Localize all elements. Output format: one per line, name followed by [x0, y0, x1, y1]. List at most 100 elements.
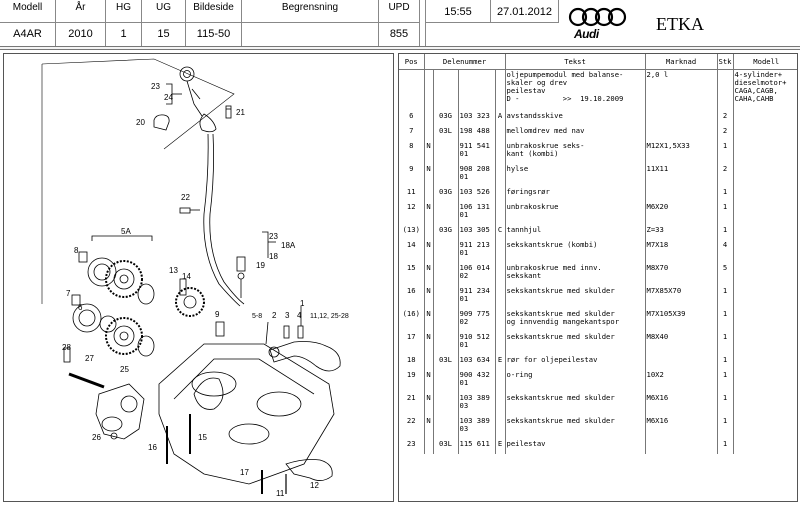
parts-table[interactable]: Pos Delenummer Tekst Marknad Stk Modell … [399, 54, 797, 454]
callout-22[interactable]: 22 [181, 193, 190, 202]
suffix-cell [495, 286, 506, 309]
number-cell: 103 305 [458, 225, 496, 240]
callout-4[interactable]: 4 [297, 311, 302, 320]
number-cell: 103 389 03 [458, 416, 496, 439]
text-cell: hylse [505, 164, 646, 187]
suffix-cell [495, 370, 506, 393]
header-cell-restriction[interactable]: Begrensning [242, 0, 379, 46]
callout-16[interactable]: 16 [148, 443, 157, 452]
col-header-market[interactable]: Marknad [645, 54, 718, 70]
qty-cell: 2 [717, 111, 734, 126]
callout-3[interactable]: 3 [285, 311, 290, 320]
header-label-upd: UPD [388, 2, 410, 13]
header-cell-picture-page[interactable]: Bildeside 115-50 [186, 0, 242, 46]
type-cell [424, 355, 434, 370]
market-cell: M8X70 [645, 263, 718, 286]
table-row[interactable]: oljepumpemodul med balanse- skaler og dr… [399, 69, 797, 111]
header-label-model: Modell [12, 2, 43, 13]
callout-12[interactable]: 12 [310, 481, 319, 490]
callout-26[interactable]: 26 [92, 433, 101, 442]
callout-14[interactable]: 14 [182, 272, 191, 281]
text-cell: sekskantskrue med skulder og innvendig m… [505, 309, 646, 332]
callout-8[interactable]: 8 [74, 246, 79, 255]
number-cell: 103 389 03 [458, 393, 496, 416]
callout-15[interactable]: 15 [198, 433, 207, 442]
callout-9[interactable]: 9 [215, 310, 220, 319]
col-header-part-number[interactable]: Delenummer [424, 54, 506, 70]
callout-28[interactable]: 28 [62, 343, 71, 352]
group-cell [433, 393, 459, 416]
market-cell: M12X1,5X33 [645, 141, 718, 164]
suffix-cell: A [495, 111, 506, 126]
callout-11[interactable]: 11 [276, 489, 285, 498]
market-cell [645, 355, 718, 370]
app-title: ETKA [656, 14, 704, 34]
pos-cell: 9 [399, 164, 425, 187]
text-cell: o-ring [505, 370, 646, 393]
qty-cell: 1 [717, 370, 734, 393]
callout-5-8[interactable]: 5-8 [252, 313, 262, 320]
header-value-picture-page: 115-50 [196, 28, 231, 40]
callout-6[interactable]: 6 [78, 303, 83, 312]
header-value-hg: 1 [120, 28, 127, 40]
group-cell [433, 164, 459, 187]
callout-18a[interactable]: 18A [281, 241, 296, 250]
header-value-year: 2010 [68, 28, 93, 40]
header-cell-year[interactable]: År 2010 [56, 0, 106, 46]
callout-18[interactable]: 18 [269, 252, 278, 261]
callout-2[interactable]: 2 [272, 311, 277, 320]
callout-24[interactable]: 24 [164, 93, 173, 102]
callout-1[interactable]: 1 [300, 299, 305, 308]
col-header-text[interactable]: Tekst [505, 54, 646, 70]
header-cell-model[interactable]: Modell A4AR [0, 0, 56, 46]
callout-7[interactable]: 7 [66, 289, 71, 298]
market-cell [645, 187, 718, 202]
callout-23[interactable]: 23 [151, 82, 160, 91]
market-cell: M6X16 [645, 393, 718, 416]
header-cell-upd[interactable]: UPD 855 [379, 0, 420, 46]
callout-17[interactable]: 17 [240, 468, 249, 477]
callout-13[interactable]: 13 [169, 266, 178, 275]
callout-20[interactable]: 20 [136, 118, 145, 127]
suffix-cell: C [495, 225, 506, 240]
qty-cell: 1 [717, 141, 734, 164]
callout-25[interactable]: 25 [120, 365, 129, 374]
callout-11-12-25-28[interactable]: 11,12, 25-28 [310, 313, 349, 320]
model-cell [733, 202, 797, 225]
qty-cell: 1 [717, 309, 734, 332]
qty-cell [717, 69, 734, 111]
type-cell: N [424, 393, 434, 416]
callout-23b[interactable]: 23 [269, 232, 278, 241]
callout-19[interactable]: 19 [256, 261, 265, 270]
callout-21[interactable]: 21 [236, 108, 245, 117]
col-header-model[interactable]: Modell [733, 54, 797, 70]
market-cell [645, 111, 718, 126]
header-cell-hg[interactable]: HG 1 [106, 0, 142, 46]
market-cell [645, 126, 718, 141]
col-header-qty[interactable]: Stk [717, 54, 734, 70]
exploded-parts-diagram[interactable]: 23 24 20 21 22 18A 23 18 19 5A 8 7 6 13 … [3, 53, 394, 502]
col-header-pos[interactable]: Pos [399, 54, 425, 70]
suffix-cell [495, 187, 506, 202]
callout-5a[interactable]: 5A [121, 227, 131, 236]
header-cell-ug[interactable]: UG 15 [142, 0, 186, 46]
parts-list-panel[interactable]: Pos Delenummer Tekst Marknad Stk Modell … [398, 53, 798, 502]
callout-27[interactable]: 27 [85, 354, 94, 363]
